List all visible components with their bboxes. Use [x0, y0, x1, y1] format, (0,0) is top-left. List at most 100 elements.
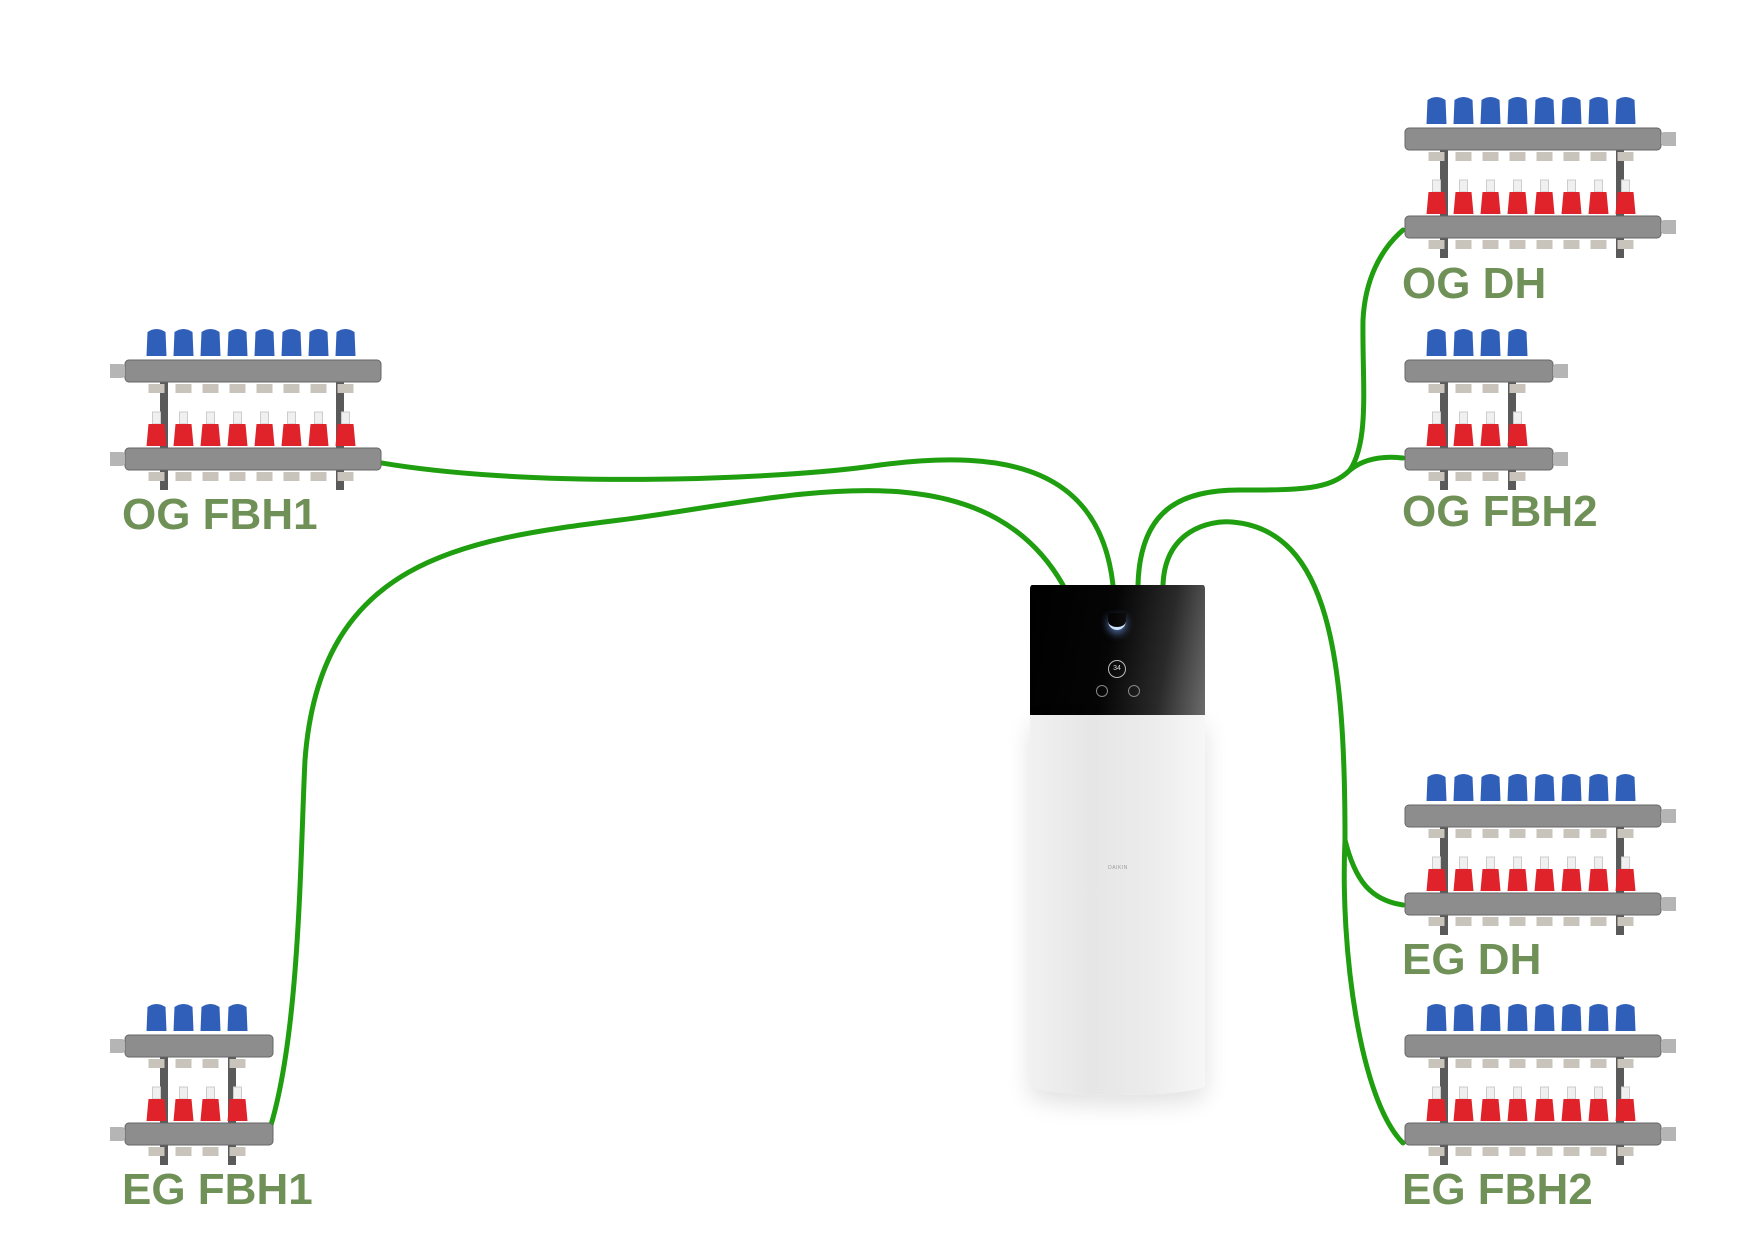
return-outlet: [148, 472, 165, 481]
supply-valve-cap-icon: [173, 329, 194, 356]
flow-meter-cap-icon: [1561, 869, 1582, 891]
flow-meter-glass: [1486, 179, 1495, 193]
return-outlet: [1563, 240, 1580, 249]
flow-meter-cap-icon: [1453, 869, 1474, 891]
supply-outlet: [1509, 1059, 1526, 1068]
drain-valve-icon: [1661, 1127, 1676, 1141]
flow-meter-cap-icon: [1615, 1099, 1636, 1121]
return-outlet: [1536, 1147, 1553, 1156]
flow-meter-glass: [1540, 1086, 1549, 1100]
flow-meter-glass: [1621, 179, 1630, 193]
label-og-dh: OG DH: [1402, 259, 1547, 308]
manifold-eg-fbh1: [110, 1004, 274, 1165]
flow-meter-cap-icon: [308, 424, 329, 446]
supply-bar: [1404, 359, 1554, 383]
flow-meter-cap-icon: [1480, 1099, 1501, 1121]
supply-outlet: [1428, 829, 1445, 838]
supply-outlet: [1455, 384, 1472, 393]
manifold-og-dh: [1404, 97, 1676, 258]
supply-outlet: [202, 384, 219, 393]
supply-outlet: [1455, 829, 1472, 838]
supply-valve-cap-icon: [1480, 329, 1501, 356]
supply-valve-cap-icon: [335, 329, 356, 356]
flow-meter-glass: [1540, 179, 1549, 193]
flow-meter-cap-icon: [1615, 192, 1636, 214]
flow-meter-glass: [1486, 1086, 1495, 1100]
flow-meter-glass: [1459, 1086, 1468, 1100]
return-outlet: [1455, 472, 1472, 481]
manifold-og-fbh1: [110, 329, 382, 490]
return-outlet: [1617, 1147, 1634, 1156]
flow-meter-glass: [1594, 1086, 1603, 1100]
flow-meter-glass: [287, 411, 296, 425]
return-outlet: [1509, 240, 1526, 249]
pipe-og-fbh1: [362, 457, 1116, 588]
supply-outlet: [1590, 829, 1607, 838]
return-outlet: [310, 472, 327, 481]
supply-valve-cap-icon: [1534, 774, 1555, 801]
pipe-eg-trunk: [1160, 519, 1348, 843]
return-outlet: [202, 472, 219, 481]
return-outlet: [1482, 917, 1499, 926]
flow-meter-cap-icon: [1426, 1099, 1447, 1121]
flow-meter-cap-icon: [146, 424, 167, 446]
pipe-og-dh: [1347, 227, 1406, 473]
return-outlet: [256, 472, 273, 481]
flow-meter-cap-icon: [200, 424, 221, 446]
return-bar: [124, 1122, 274, 1146]
supply-valve-cap-icon: [281, 329, 302, 356]
flow-meter-glass: [1432, 179, 1441, 193]
supply-valve-cap-icon: [1453, 774, 1474, 801]
return-outlet: [1482, 1147, 1499, 1156]
flow-meter-glass: [1567, 856, 1576, 870]
supply-outlet: [1563, 829, 1580, 838]
return-bar: [1404, 447, 1554, 471]
return-outlet: [1590, 1147, 1607, 1156]
flow-meter-glass: [260, 411, 269, 425]
left-knob-icon: [1096, 685, 1108, 697]
flow-meter-cap-icon: [1480, 192, 1501, 214]
status-light-icon: [1108, 613, 1126, 630]
drain-valve-icon: [110, 452, 125, 466]
flow-meter-glass: [1432, 856, 1441, 870]
return-bar: [1404, 215, 1662, 239]
brand-logo: DAIKIN: [1108, 865, 1128, 871]
supply-outlet: [1509, 384, 1526, 393]
flow-meter-glass: [1567, 1086, 1576, 1100]
return-outlet: [1590, 917, 1607, 926]
return-outlet: [1455, 917, 1472, 926]
flow-meter-cap-icon: [1480, 869, 1501, 891]
flow-meter-glass: [314, 411, 323, 425]
return-outlet: [1509, 917, 1526, 926]
supply-bar: [124, 359, 382, 383]
return-outlet: [1428, 472, 1445, 481]
supply-valve-cap-icon: [1507, 1004, 1528, 1031]
return-outlet: [1563, 1147, 1580, 1156]
pipe-eg-fbh2: [1341, 837, 1406, 1146]
supply-valve-cap-icon: [1507, 774, 1528, 801]
label-eg-fbh1: EG FBH1: [122, 1165, 313, 1214]
return-outlet: [1563, 917, 1580, 926]
supply-valve-cap-icon: [1453, 97, 1474, 124]
supply-valve-cap-icon: [1588, 774, 1609, 801]
fill-valve-icon: [1553, 364, 1568, 378]
supply-outlet: [1509, 829, 1526, 838]
supply-bar: [1404, 1034, 1662, 1058]
flow-meter-glass: [1459, 411, 1468, 425]
supply-valve-cap-icon: [1426, 329, 1447, 356]
flow-meter-cap-icon: [173, 424, 194, 446]
flow-meter-cap-icon: [1588, 1099, 1609, 1121]
return-outlet: [1536, 240, 1553, 249]
supply-valve-cap-icon: [1480, 97, 1501, 124]
return-outlet: [1455, 240, 1472, 249]
return-outlet: [202, 1147, 219, 1156]
flow-meter-cap-icon: [1588, 192, 1609, 214]
supply-outlet: [1590, 1059, 1607, 1068]
supply-valve-cap-icon: [146, 1004, 167, 1031]
flow-meter-glass: [1594, 179, 1603, 193]
flow-meter-glass: [1486, 411, 1495, 425]
flow-meter-glass: [1459, 856, 1468, 870]
supply-valve-cap-icon: [1534, 1004, 1555, 1031]
label-eg-dh: EG DH: [1402, 935, 1542, 984]
